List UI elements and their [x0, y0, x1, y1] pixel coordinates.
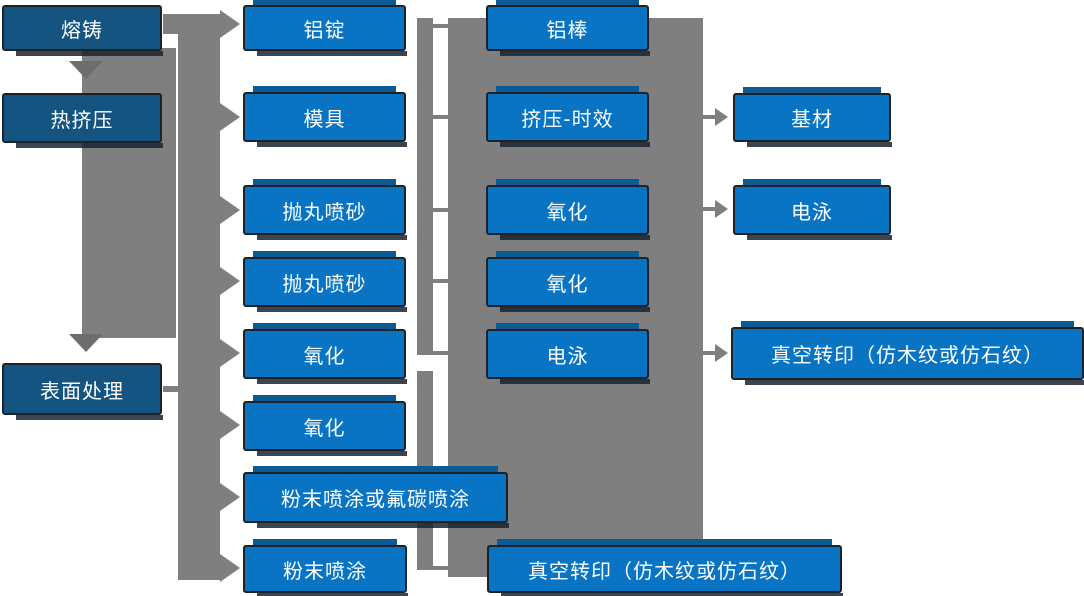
node-label: 氧化	[303, 343, 346, 368]
node-label: 铝棒	[546, 17, 589, 42]
node-label: 模具	[303, 106, 346, 131]
node-vacuum-transfer-b: 真空转印（仿木纹或仿石纹）	[731, 321, 1084, 385]
node-extrusion-aging: 挤压-时效	[486, 86, 650, 147]
node-label: 氧化	[546, 271, 589, 296]
arrow-to-shot-blast-2	[220, 267, 240, 295]
node-label: 表面处理	[40, 378, 124, 403]
node-electrophoresis-b: 电泳	[733, 179, 892, 240]
arrow-to-powder-coating	[220, 554, 240, 582]
connector-tick-row8	[433, 566, 448, 570]
connector-tick-row5	[433, 351, 448, 355]
node-oxidation-b: 氧化	[243, 395, 407, 456]
node-label: 电泳	[791, 199, 833, 224]
arrow-to-shot-blast-1	[220, 196, 240, 224]
node-label: 电泳	[546, 343, 589, 368]
connector-surface-treatment-stub	[163, 386, 179, 392]
node-label: 抛丸喷砂	[282, 271, 367, 296]
node-shot-blast-1: 抛丸喷砂	[243, 179, 407, 240]
arrow-to-electrophoresis	[715, 200, 728, 218]
connector-tick-row1	[433, 24, 448, 28]
node-label: 挤压-时效	[521, 106, 614, 131]
arrow-down-to-surface-treatment	[69, 334, 103, 352]
node-label: 粉末喷涂或氟碳喷涂	[281, 487, 470, 511]
node-label: 铝锭	[303, 17, 346, 42]
node-electrophoresis-a: 电泳	[486, 323, 650, 384]
node-al-rod: 铝棒	[486, 0, 650, 56]
node-label: 粉末喷涂	[283, 558, 367, 583]
node-oxidation-a: 氧化	[243, 323, 407, 384]
node-shot-blast-2: 抛丸喷砂	[243, 251, 407, 312]
arrow-to-oxidation-b	[220, 411, 240, 439]
node-label: 氧化	[303, 415, 346, 440]
node-powder-coating: 粉末喷涂	[243, 539, 408, 596]
node-oxidation-d: 氧化	[486, 251, 650, 312]
node-label: 氧化	[546, 199, 589, 224]
node-oxidation-c: 氧化	[486, 179, 650, 240]
arrow-to-oxidation-a	[220, 339, 240, 367]
node-melt-cast: 熔铸	[2, 5, 163, 56]
connector-tick-row4	[433, 279, 448, 283]
connector-mid-band-upper	[417, 18, 433, 355]
arrow-down-to-hot-extrusion	[69, 61, 103, 79]
node-al-ingot: 铝锭	[243, 0, 407, 56]
node-mold: 模具	[243, 86, 407, 147]
arrow-to-al-ingot	[220, 10, 240, 38]
connector-main-trunk-band	[178, 14, 220, 580]
node-label: 热挤压	[50, 107, 114, 132]
connector-left-trunk-band	[82, 48, 176, 338]
node-label: 基材	[791, 107, 833, 131]
node-vacuum-transfer-a: 真空转印（仿木纹或仿石纹）	[487, 539, 843, 596]
arrow-to-vacuum-transfer	[715, 344, 728, 362]
arrow-to-powder-or-fluorocarbon	[220, 483, 240, 511]
node-powder-or-fluorocarbon: 粉末喷涂或氟碳喷涂	[243, 466, 509, 528]
node-surface-treatment: 表面处理	[2, 363, 163, 420]
connector-tick-row2	[433, 115, 448, 119]
node-label: 熔铸	[61, 17, 103, 42]
node-label: 真空转印（仿木纹或仿石纹）	[771, 343, 1044, 367]
connector-line-to-base-material	[703, 115, 715, 119]
node-hot-extrusion: 热挤压	[2, 93, 163, 148]
connector-tick-row3	[433, 208, 448, 212]
arrow-to-mold	[220, 103, 240, 131]
arrow-to-base-material	[715, 108, 728, 126]
node-label: 抛丸喷砂	[282, 199, 367, 224]
node-base-material: 基材	[733, 87, 892, 147]
connector-line-to-electrophoresis	[703, 207, 715, 211]
node-label: 真空转印（仿木纹或仿石纹）	[528, 558, 801, 583]
connector-line-to-vacuum-transfer	[703, 351, 715, 355]
